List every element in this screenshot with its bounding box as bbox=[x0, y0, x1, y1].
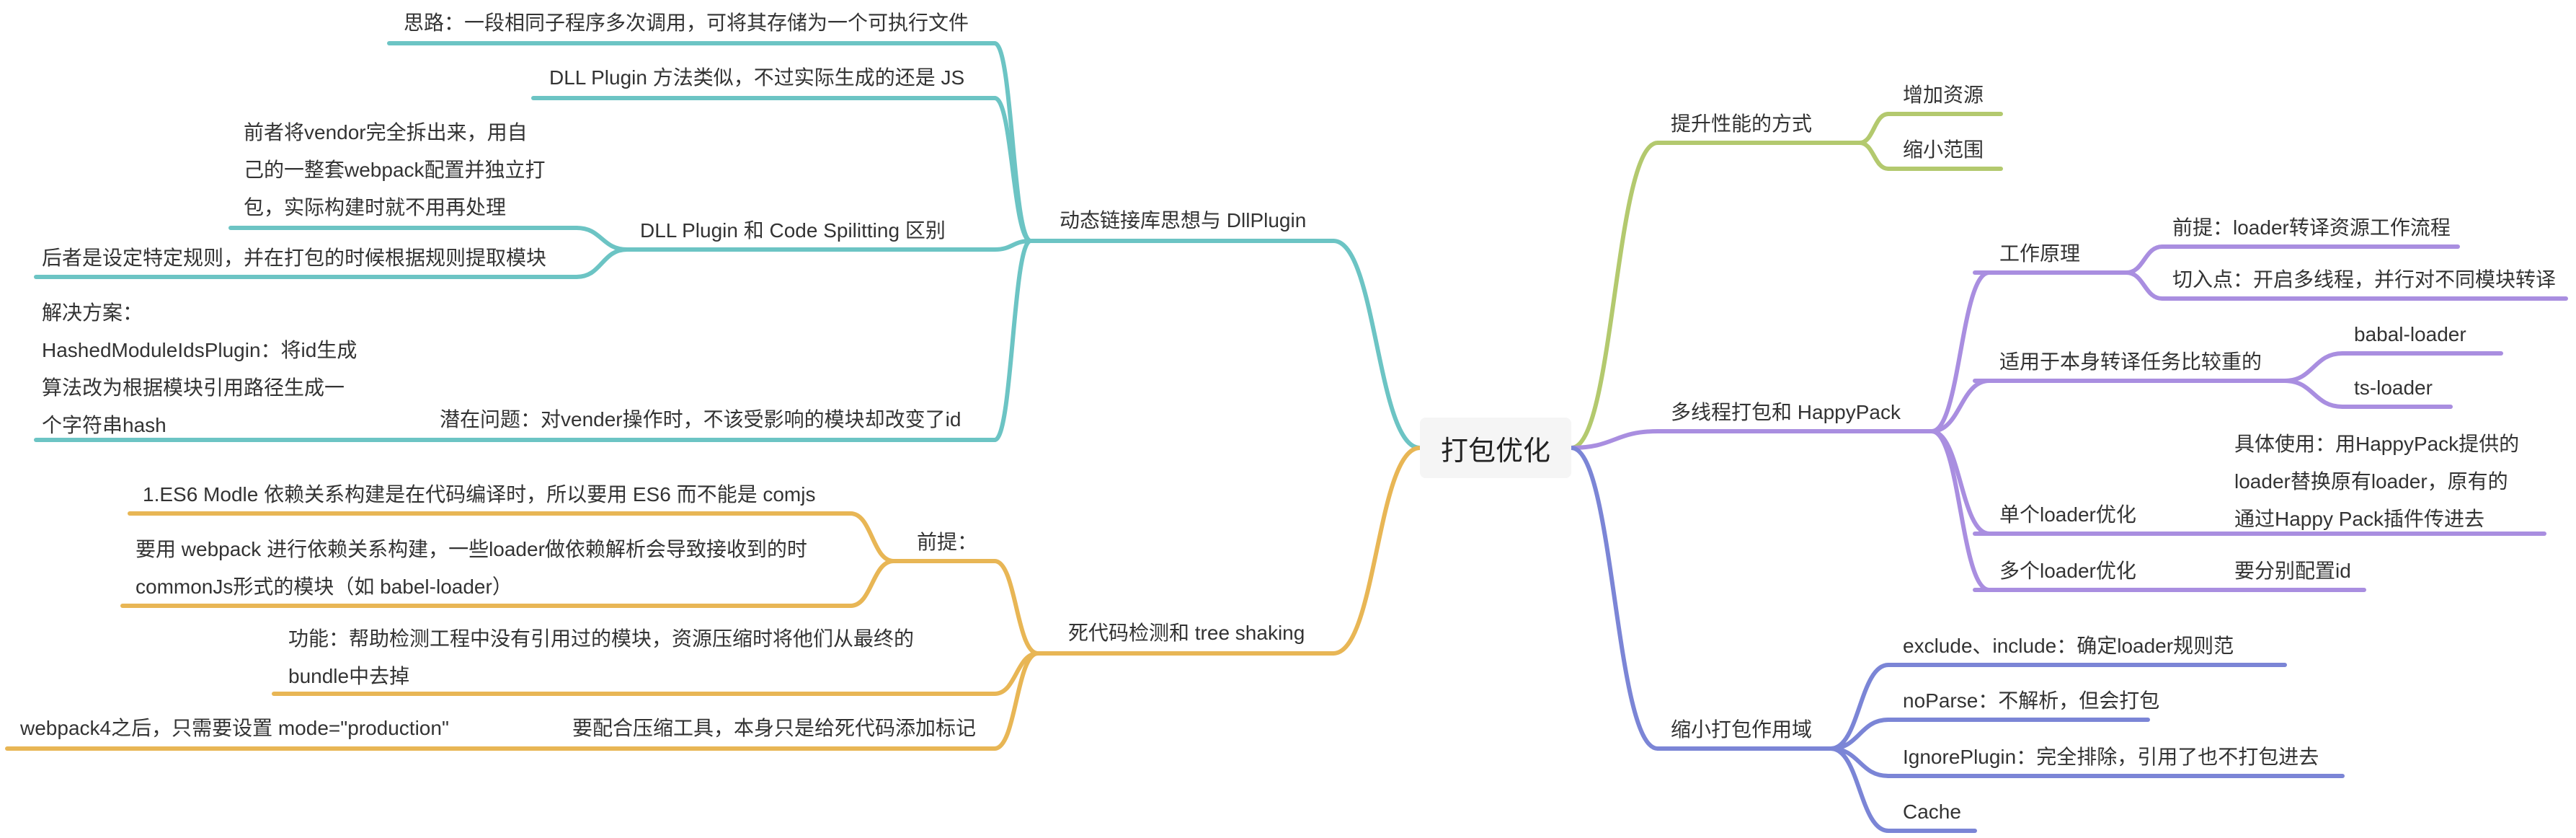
edge-performance-add bbox=[1857, 112, 1891, 145]
edge-root-scope bbox=[1569, 446, 1660, 751]
edge-premise-es6 bbox=[848, 511, 896, 563]
node-loader-premise[interactable]: 前提：loader转译资源工作流程 bbox=[2172, 216, 2451, 239]
node-es6-module[interactable]: 1.ES6 Modle 依赖关系构建是在代码编译时，所以要用 ES6 而不能是 … bbox=[143, 483, 816, 506]
node-dll-idea[interactable]: 思路：一段相同子程序多次调用，可将其存储为一个可执行文件 bbox=[404, 12, 969, 34]
node-heavy-tasks[interactable]: 适用于本身转译任务比较重的 bbox=[1999, 350, 2262, 373]
edge-root-dll bbox=[1331, 239, 1422, 450]
node-ts-loader[interactable]: ts-loader bbox=[2354, 376, 2433, 399]
node-dll-former[interactable]: 前者将vendor完全拆出来，用自己的一整套webpack配置并独立打包，实际构… bbox=[244, 121, 546, 219]
node-splitting-latter[interactable]: 后者是设定特定规则，并在打包的时候根据规则提取模块 bbox=[42, 247, 547, 269]
edges bbox=[5, 41, 2568, 833]
node-add-resources[interactable]: 增加资源 bbox=[1903, 84, 1984, 106]
edge-heavy-babal bbox=[2283, 351, 2345, 383]
node-happypack[interactable]: 多线程打包和 HappyPack bbox=[1671, 401, 1901, 423]
node-narrow-bundle-scope[interactable]: 缩小打包作用域 bbox=[1671, 718, 1813, 741]
node-hashed-solution[interactable]: 解决方案：HashedModuleIdsPlugin：将id生成算法改为根据模块… bbox=[42, 301, 357, 436]
node-potential-issue[interactable]: 潜在问题：对vender操作时，不该受影响的模块却改变了id bbox=[440, 408, 961, 431]
edge-heavy-ts bbox=[2283, 379, 2345, 409]
edge-scope-exclude bbox=[1829, 663, 1891, 751]
node-dllplugin[interactable]: 动态链接库思想与 DllPlugin bbox=[1060, 209, 1307, 231]
edge-root-treeshaking bbox=[1331, 446, 1422, 656]
node-exclude-include[interactable]: exclude、include：确定loader规则范 bbox=[1903, 635, 2234, 657]
edge-tree-compress bbox=[992, 651, 1040, 751]
edge-performance-narrow bbox=[1857, 141, 1891, 171]
edge-tree-premise bbox=[992, 559, 1040, 656]
node-working-principle[interactable]: 工作原理 bbox=[1999, 242, 2081, 265]
edge-root-performance bbox=[1569, 141, 1660, 450]
node-happypack-usage[interactable]: 具体使用：用HappyPack提供的loader替换原有loader，原有的通过… bbox=[2234, 433, 2520, 530]
node-babal-loader[interactable]: babal-loader bbox=[2354, 323, 2466, 345]
node-ignoreplugin[interactable]: IgnorePlugin：完全排除，引用了也不打包进去 bbox=[1903, 746, 2319, 768]
edge-principle-premise bbox=[2124, 244, 2164, 275]
edge-dll-issue bbox=[992, 239, 1033, 442]
node-config-id[interactable]: 要分别配置id bbox=[2234, 560, 2351, 582]
node-premise[interactable]: 前提： bbox=[917, 531, 978, 553]
node-compress-tool[interactable]: 要配合压缩工具，本身只是给死代码添加标记 bbox=[572, 717, 977, 739]
node-narrow-scope[interactable]: 缩小范围 bbox=[1903, 138, 1984, 161]
node-dll-vs-splitting[interactable]: DLL Plugin 和 Code Spilitting 区别 bbox=[640, 219, 946, 242]
node-cache[interactable]: Cache bbox=[1903, 800, 1961, 823]
node-webpack4-mode[interactable]: webpack4之后，只需要设置 mode="production" bbox=[20, 717, 449, 739]
edge-happypack-principle bbox=[1929, 270, 1991, 433]
node-dll-similar[interactable]: DLL Plugin 方法类似，不过实际生成的还是 JS bbox=[549, 66, 965, 89]
node-multithread-entry[interactable]: 切入点：开启多线程，并行对不同模块转译 bbox=[2172, 268, 2557, 291]
node-single-loader[interactable]: 单个loader优化 bbox=[1999, 503, 2136, 526]
edge-vs-latter bbox=[574, 247, 629, 279]
node-performance-methods[interactable]: 提升性能的方式 bbox=[1671, 113, 1813, 135]
edge-root-happypack bbox=[1569, 429, 1660, 450]
edge-dll-similar bbox=[992, 96, 1033, 243]
node-multi-loader[interactable]: 多个loader优化 bbox=[1999, 560, 2136, 582]
edge-happypack-multi bbox=[1929, 429, 1991, 592]
edge-vs-former bbox=[574, 226, 629, 252]
root-node[interactable]: 打包优化 bbox=[1420, 418, 1571, 478]
edge-scope-cache bbox=[1829, 746, 1891, 833]
edge-premise-webpack bbox=[848, 559, 896, 608]
node-noparse[interactable]: noParse：不解析，但会打包 bbox=[1903, 689, 2160, 712]
node-tree-shaking[interactable]: 死代码检测和 tree shaking bbox=[1068, 622, 1305, 644]
edge-dll-idea bbox=[992, 41, 1033, 243]
node-webpack-deps[interactable]: 要用 webpack 进行依赖关系构建，一些loader做依赖解析会导致接收到的… bbox=[136, 538, 807, 598]
node-function[interactable]: 功能：帮助检测工程中没有引用过的模块，资源压缩时将他们从最终的bundle中去掉 bbox=[288, 627, 915, 687]
edge-principle-entry bbox=[2124, 270, 2164, 301]
